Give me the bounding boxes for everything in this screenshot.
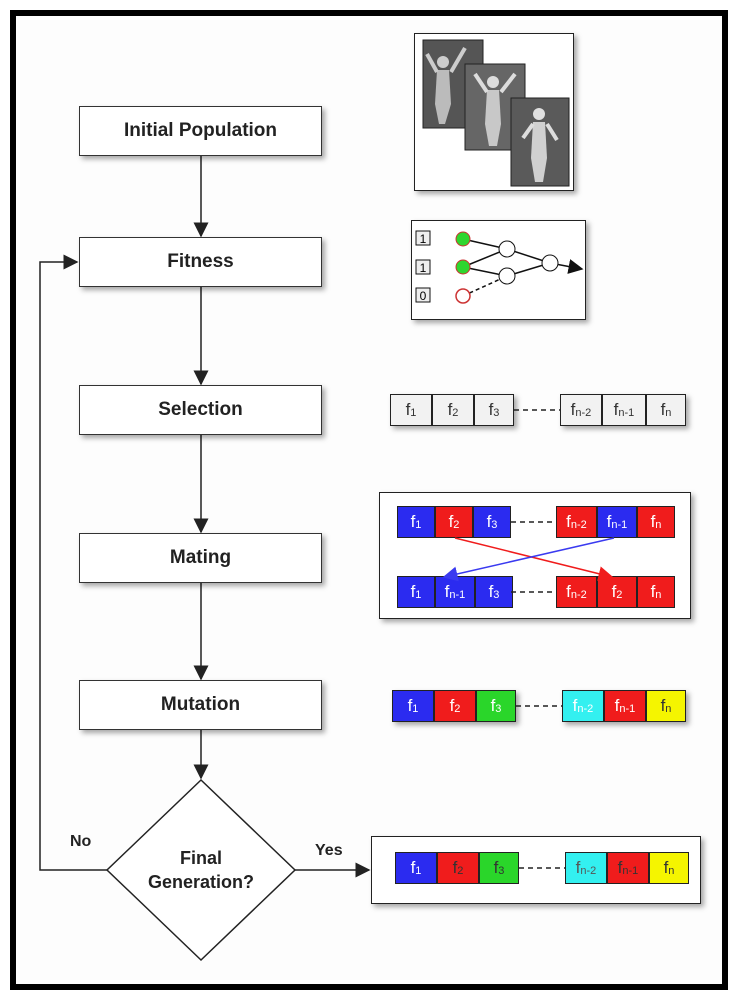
input-node-1 bbox=[455, 231, 471, 247]
step-fitness: Fitness bbox=[79, 237, 322, 287]
step-mating: Mating bbox=[79, 533, 322, 583]
decision-label-line2: Generation? bbox=[147, 872, 254, 892]
output-node bbox=[541, 254, 559, 272]
step-mutation: Mutation bbox=[79, 680, 322, 730]
yes-label: Yes bbox=[315, 842, 343, 859]
input-node-2 bbox=[455, 259, 471, 275]
no-label: No bbox=[70, 833, 92, 850]
step-label: Fitness bbox=[167, 251, 234, 272]
step-selection: Selection bbox=[79, 385, 322, 435]
input-node-3 bbox=[455, 288, 471, 304]
network-panel: 1 1 0 bbox=[411, 220, 586, 320]
population-image-panel bbox=[414, 33, 574, 191]
decision-diamond bbox=[105, 778, 297, 962]
step-label: Mutation bbox=[160, 694, 241, 715]
step-label: Selection bbox=[158, 399, 243, 420]
crossover-red-arrow bbox=[454, 537, 614, 582]
arrow-no-loop bbox=[39, 254, 107, 871]
hidden-node-1 bbox=[498, 240, 516, 258]
input-box-3 bbox=[415, 287, 431, 303]
input-value-3: 0 bbox=[420, 289, 427, 303]
input-value-1: 1 bbox=[420, 232, 427, 246]
input-box-1 bbox=[415, 230, 431, 246]
input-value-2: 1 bbox=[420, 261, 427, 275]
input-box-2 bbox=[415, 259, 431, 275]
person-photos-image bbox=[422, 39, 570, 187]
decision-label: Final Generation? bbox=[131, 846, 271, 894]
hidden-node-2 bbox=[498, 267, 516, 285]
decision-label-line1: Final bbox=[179, 848, 222, 868]
step-label: Initial Population bbox=[123, 120, 278, 141]
step-initial-population: Initial Population bbox=[79, 106, 322, 156]
crossover-blue-arrow bbox=[442, 537, 615, 582]
step-label: Mating bbox=[169, 547, 232, 568]
neural-network-graphic: 1 1 0 bbox=[415, 230, 584, 304]
